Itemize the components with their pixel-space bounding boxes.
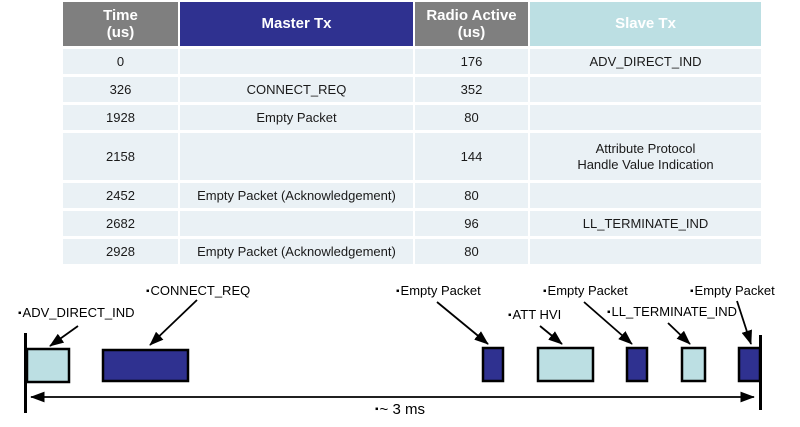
bullet-icon: ▪: [146, 286, 150, 297]
empty-packet-3-box: [737, 346, 762, 383]
label-arrow-5: [667, 322, 691, 345]
empty-packet-2-box: [625, 346, 649, 383]
table-cell-radio-row0: 176: [415, 49, 528, 74]
packet-label-text: Empty Packet: [547, 283, 628, 298]
table-cell-radio-row3: 144: [415, 133, 528, 180]
table-cell-master-row4: Empty Packet (Acknowledgement): [180, 183, 413, 208]
empty-packet-1-box: [481, 346, 505, 383]
att-hvi-label: ▪ATT HVI: [508, 307, 561, 322]
packet-boxes: [25, 346, 762, 384]
empty-packet-1-label: ▪Empty Packet: [396, 283, 481, 298]
label-arrow-3: [539, 325, 563, 345]
column-header-2: Radio Active (us): [415, 2, 528, 46]
label-arrow-2: [436, 301, 489, 345]
adv-direct-ind-box: [25, 347, 71, 384]
bullet-icon: ▪: [690, 286, 694, 297]
table-cell-radio-row2: 80: [415, 105, 528, 130]
packet-label-text: ATT HVI: [512, 307, 562, 322]
att-hvi-box: [536, 346, 595, 383]
adv-direct-ind-label: ▪ADV_DIRECT_IND: [18, 305, 135, 320]
table-cell-time-row1: 326: [63, 77, 178, 102]
table-cell-time-row4: 2452: [63, 183, 178, 208]
column-header-1: Master Tx: [180, 2, 413, 46]
column-header-3: Slave Tx: [530, 2, 761, 46]
ll-terminate-ind-label: ▪LL_TERMINATE_IND: [607, 304, 737, 319]
table-cell-slave-row0: ADV_DIRECT_IND: [530, 49, 761, 74]
bullet-icon: ▪: [396, 286, 400, 297]
table-cell-master-row3: [180, 133, 413, 180]
column-header-0: Time (us): [63, 2, 178, 46]
table-cell-master-row6: Empty Packet (Acknowledgement): [180, 239, 413, 264]
label-arrow-1: [149, 299, 198, 346]
table-cell-master-row1: CONNECT_REQ: [180, 77, 413, 102]
empty-packet-3-label: ▪Empty Packet: [690, 283, 775, 298]
packet-label-text: Empty Packet: [400, 283, 481, 298]
bullet-icon: ▪: [375, 404, 379, 415]
packet-label-text: ADV_DIRECT_IND: [22, 305, 135, 320]
bullet-icon: ▪: [543, 286, 547, 297]
timeline-scale-label: ▪~ 3 ms: [0, 401, 800, 418]
label-arrow-0: [49, 325, 79, 347]
table-cell-radio-row4: 80: [415, 183, 528, 208]
table-cell-slave-row6: [530, 239, 761, 264]
table-cell-master-row0: [180, 49, 413, 74]
table-cell-master-row5: [180, 211, 413, 236]
bullet-icon: ▪: [508, 310, 512, 321]
bullet-icon: ▪: [607, 307, 611, 318]
packet-label-text: LL_TERMINATE_IND: [611, 304, 738, 319]
table-cell-time-row6: 2928: [63, 239, 178, 264]
label-arrow-4: [583, 301, 633, 345]
ll-terminate-ind-box: [680, 346, 707, 383]
table-cell-radio-row6: 80: [415, 239, 528, 264]
label-arrow-6: [736, 300, 752, 345]
bullet-icon: ▪: [18, 308, 22, 319]
table-cell-time-row2: 1928: [63, 105, 178, 130]
packet-label-text: CONNECT_REQ: [150, 283, 251, 298]
connect-req-label: ▪CONNECT_REQ: [146, 283, 250, 298]
table-cell-time-row0: 0: [63, 49, 178, 74]
scale-text: ~ 3 ms: [379, 401, 425, 418]
label-arrows: [49, 299, 752, 347]
empty-packet-2-label: ▪Empty Packet: [543, 283, 628, 298]
table-cell-slave-row4: [530, 183, 761, 208]
table-cell-radio-row1: 352: [415, 77, 528, 102]
table-cell-time-row3: 2158: [63, 133, 178, 180]
table-cell-radio-row5: 96: [415, 211, 528, 236]
table-cell-slave-row5: LL_TERMINATE_IND: [530, 211, 761, 236]
table-cell-slave-row1: [530, 77, 761, 102]
connect-req-box: [101, 348, 190, 383]
packet-label-text: Empty Packet: [694, 283, 775, 298]
table-cell-master-row2: Empty Packet: [180, 105, 413, 130]
table-cell-slave-row2: [530, 105, 761, 130]
table-cell-slave-row3: Attribute Protocol Handle Value Indicati…: [530, 133, 761, 180]
table-cell-time-row5: 2682: [63, 211, 178, 236]
